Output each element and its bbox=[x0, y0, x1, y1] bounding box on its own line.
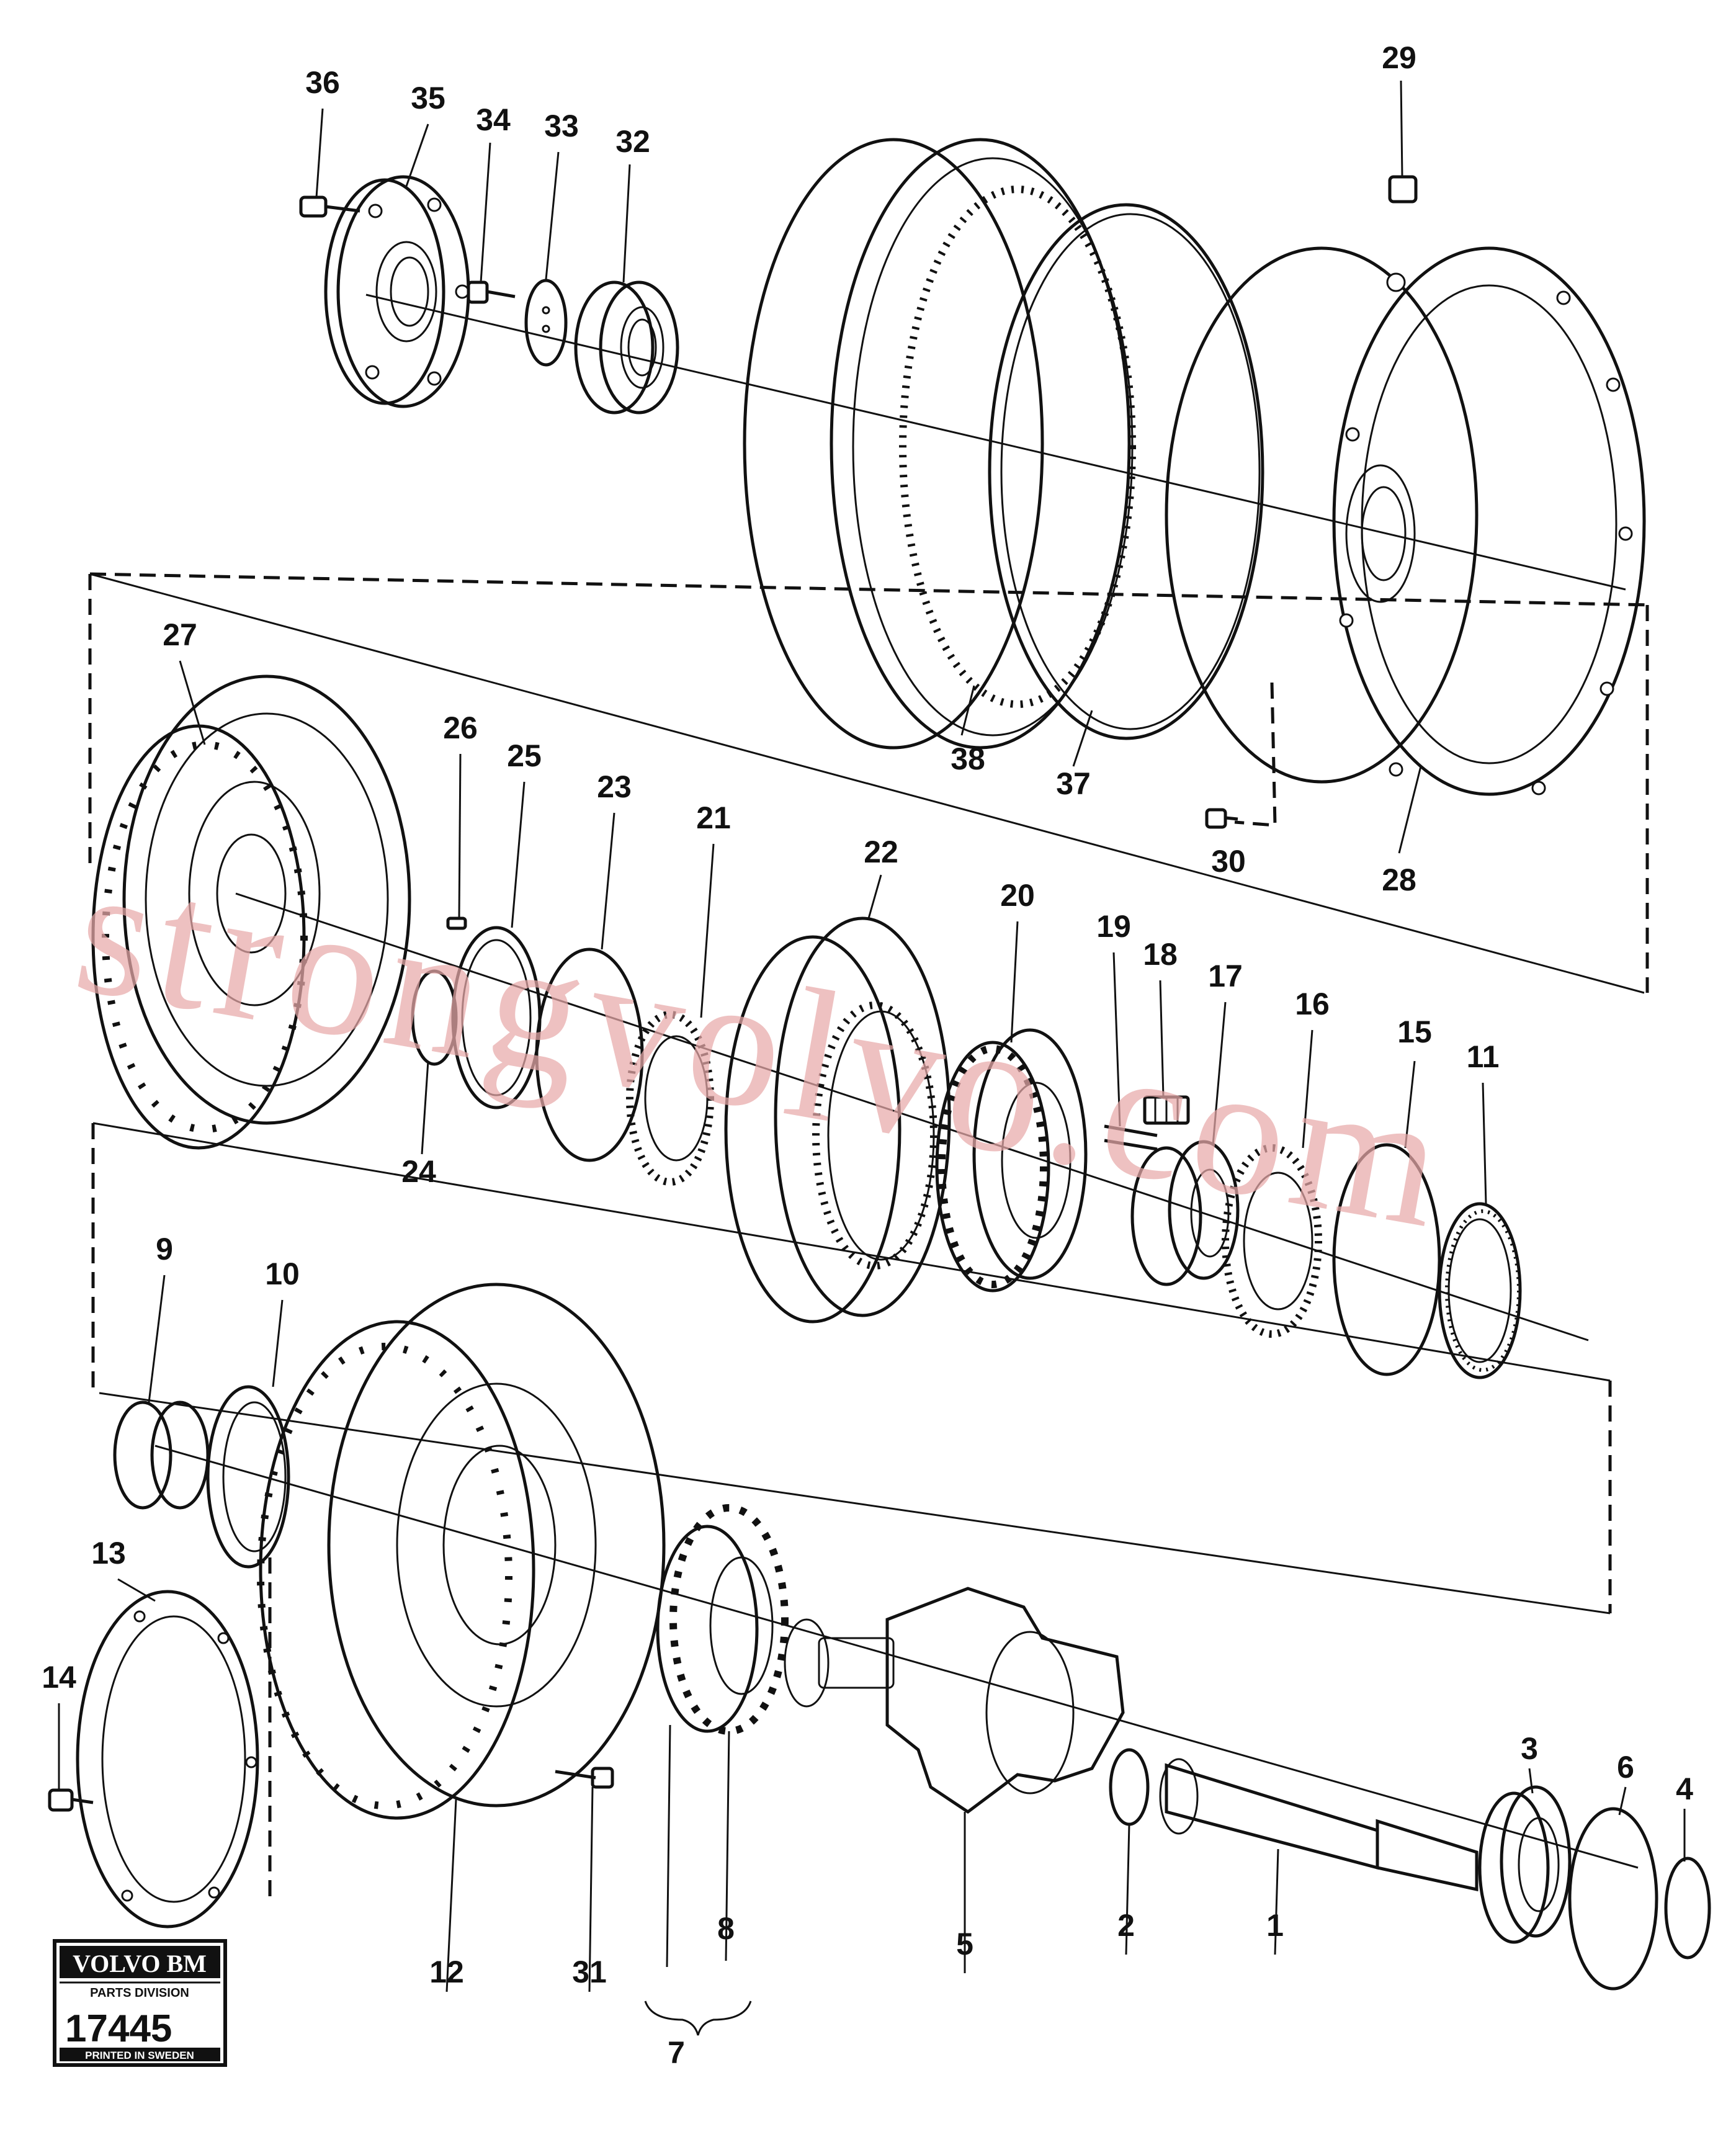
callout-8: 8 bbox=[717, 1911, 735, 1946]
callout-12: 12 bbox=[429, 1955, 464, 1989]
hub-20 bbox=[935, 1028, 1088, 1293]
stamp-brand: VOLVO BM bbox=[73, 1950, 207, 1978]
cover-13 bbox=[76, 1590, 259, 1929]
stamp-origin: PRINTED IN SWEDEN bbox=[85, 2050, 194, 2061]
snap-ring-2 bbox=[1109, 1748, 1150, 1826]
volvo-bm-parts-stamp: VOLVO BM PARTS DIVISION 17445 PRINTED IN… bbox=[53, 1939, 227, 2067]
callout-24: 24 bbox=[401, 1154, 436, 1189]
callout-2: 2 bbox=[1117, 1908, 1135, 1943]
callout-5: 5 bbox=[956, 1927, 973, 1961]
sealing-ring-37 bbox=[988, 203, 1264, 740]
callout-34: 34 bbox=[476, 102, 511, 137]
callout-32: 32 bbox=[615, 124, 650, 159]
callout-30: 30 bbox=[1211, 844, 1246, 879]
snap-ring-23 bbox=[535, 948, 644, 1162]
callout-6: 6 bbox=[1617, 1750, 1634, 1785]
plug-29 bbox=[1388, 175, 1418, 204]
callout-22: 22 bbox=[864, 835, 898, 869]
thrust-washer-21 bbox=[626, 1011, 714, 1186]
callout-7: 7 bbox=[668, 2035, 685, 2070]
callout-9: 9 bbox=[156, 1232, 173, 1266]
needle-bearing-11 bbox=[1438, 1202, 1522, 1379]
stamp-number: 17445 bbox=[65, 2007, 172, 2050]
callout-10: 10 bbox=[265, 1257, 300, 1291]
screw-14 bbox=[48, 1788, 94, 1812]
callout-25: 25 bbox=[507, 738, 542, 773]
snap-ring-15 bbox=[1332, 1143, 1441, 1376]
pump-housing-5 bbox=[784, 1587, 1125, 1814]
freewheel-hub-17 bbox=[1130, 1140, 1240, 1286]
callout-21: 21 bbox=[696, 800, 731, 835]
callout-20: 20 bbox=[1000, 878, 1035, 913]
callout-36: 36 bbox=[305, 65, 340, 100]
snap-ring-24 bbox=[411, 969, 458, 1066]
callout-4: 4 bbox=[1676, 1772, 1693, 1806]
ball-bearing-3 bbox=[1478, 1785, 1572, 1944]
thrust-washer-16 bbox=[1222, 1144, 1322, 1338]
bushing-9 bbox=[113, 1400, 210, 1510]
callout-27: 27 bbox=[163, 617, 197, 652]
stator-22 bbox=[724, 916, 951, 1324]
callout-labels: 1234567891011121314151617181920212223242… bbox=[42, 40, 1693, 2070]
callout-26: 26 bbox=[443, 710, 478, 745]
callout-14: 14 bbox=[42, 1660, 76, 1695]
key-19 bbox=[1104, 1124, 1158, 1151]
callout-15: 15 bbox=[1397, 1015, 1432, 1049]
watermark-text: strongvolvo.com bbox=[63, 824, 1464, 1268]
centerline-bottom bbox=[154, 1445, 1639, 1869]
outer-ring-38 bbox=[743, 138, 1136, 750]
callout-13: 13 bbox=[91, 1536, 126, 1570]
screw-36 bbox=[299, 195, 360, 218]
housing-28 bbox=[1165, 246, 1646, 796]
callout-37: 37 bbox=[1056, 766, 1091, 801]
screw-30-outline bbox=[1234, 682, 1277, 827]
pin-26 bbox=[446, 916, 467, 930]
callout-1: 1 bbox=[1266, 1908, 1284, 1943]
callout-31: 31 bbox=[572, 1955, 607, 1989]
callout-28: 28 bbox=[1382, 862, 1416, 897]
callout-3: 3 bbox=[1521, 1731, 1538, 1766]
callout-33: 33 bbox=[544, 109, 579, 143]
spring-18 bbox=[1143, 1095, 1190, 1125]
pump-wheel-12 bbox=[257, 1283, 666, 1820]
screw-30 bbox=[1205, 808, 1238, 829]
callout-23: 23 bbox=[597, 769, 632, 804]
lock-plate-33 bbox=[524, 279, 568, 367]
callout-29: 29 bbox=[1382, 40, 1416, 75]
callout-16: 16 bbox=[1295, 987, 1330, 1021]
cover-plate-35 bbox=[324, 175, 470, 408]
gear-wheel-8 bbox=[656, 1504, 789, 1735]
snap-ring-6 bbox=[1568, 1807, 1658, 1991]
callout-17: 17 bbox=[1208, 959, 1243, 993]
shaft-1 bbox=[1159, 1758, 1479, 1892]
leader-lines bbox=[58, 80, 1686, 2036]
callout-38: 38 bbox=[951, 741, 985, 776]
stamp-division: PARTS DIVISION bbox=[90, 1986, 189, 2000]
callout-19: 19 bbox=[1096, 909, 1131, 944]
callout-18: 18 bbox=[1143, 937, 1178, 972]
ball-bearing-32 bbox=[574, 280, 679, 414]
sealing-ring-10 bbox=[206, 1385, 290, 1569]
assembly-group-outline-lower bbox=[91, 1122, 1612, 1615]
callout-11: 11 bbox=[1467, 1039, 1500, 1074]
snap-ring-4 bbox=[1664, 1857, 1711, 1960]
screw-31 bbox=[555, 1767, 614, 1789]
callout-35: 35 bbox=[411, 81, 445, 115]
screw-34 bbox=[467, 280, 516, 304]
